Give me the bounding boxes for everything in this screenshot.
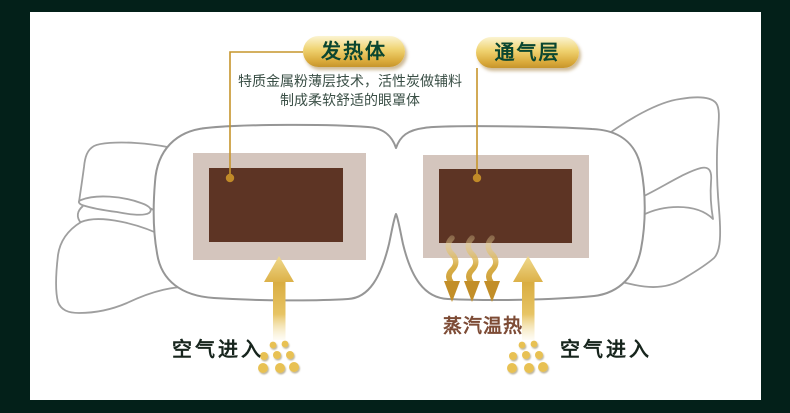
leader-line-heating [229, 51, 303, 174]
steam-wave-arrows-icon [444, 235, 500, 302]
heating-pads [193, 153, 589, 260]
heating-pad-right [439, 169, 572, 243]
right-strap-fold-line [641, 166, 714, 220]
air-in-label-right: 空气进入 [560, 337, 652, 361]
left-strap-hook-line [76, 205, 84, 224]
up-arrow-right-icon [513, 256, 543, 340]
description-line-2: 制成柔软舒适的眼罩体 [280, 93, 420, 109]
leader-dot-icon [472, 173, 482, 183]
leader-dot-icon [225, 173, 235, 183]
callout-leader-lines [225, 51, 482, 183]
callout-heating-element: 发热体 [303, 36, 405, 67]
air-in-label-left: 空气进入 [172, 337, 264, 361]
up-arrow-left-icon [264, 256, 294, 340]
callout-vent-layer: 通气层 [476, 37, 579, 68]
steam-warm-label: 蒸汽温热 [442, 315, 523, 337]
left-strap-fold [77, 195, 152, 216]
air-particle-dots-icon [258, 340, 548, 373]
heating-description: 特质金属粉薄层技术，活性炭做辅料 制成柔软舒适的眼罩体 [230, 73, 470, 111]
description-line-1: 特质金属粉薄层技术，活性炭做辅料 [238, 74, 462, 90]
